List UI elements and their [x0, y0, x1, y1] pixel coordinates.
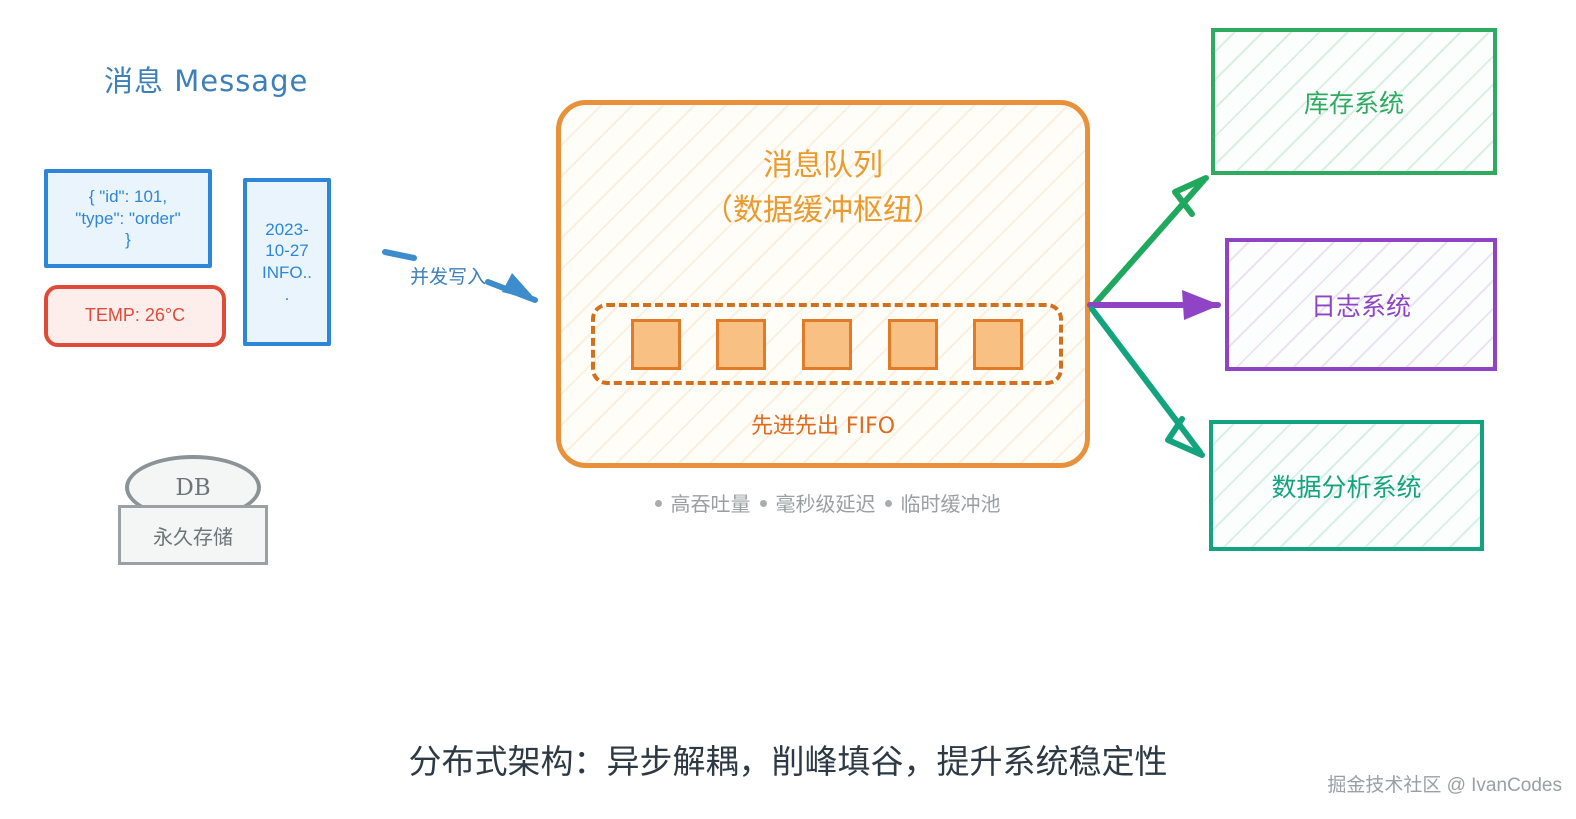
fifo-slot-track — [591, 303, 1063, 385]
arrow-queue-to-analytics — [1089, 306, 1205, 458]
bullet-dot-icon — [759, 500, 767, 508]
fifo-label: 先进先出 FIFO — [750, 414, 896, 439]
message-queue-title: 消息队列 （数据缓冲枢纽） — [703, 148, 943, 228]
consumer-inventory-system: 库存系统 — [1211, 28, 1497, 175]
arrow-queue-to-log — [1087, 290, 1221, 320]
queue-feature-list: 高吞吐量 毫秒级延迟 临时缓冲池 — [556, 488, 1090, 517]
bullet-dot-icon — [654, 500, 662, 508]
bullet-dot-icon — [884, 500, 892, 508]
queue-slot — [630, 318, 681, 370]
sensor-message-card: TEMP: 26°C — [44, 285, 226, 347]
persistence-label: 永久存储 — [118, 505, 268, 565]
json-message-card: { "id": 101, "type": "order" } — [44, 169, 212, 268]
queue-slot — [973, 318, 1024, 370]
arrow-queue-to-inventory — [1089, 175, 1209, 310]
queue-feature: 临时缓冲池 — [900, 494, 1001, 516]
queue-feature: 毫秒级延迟 — [775, 494, 876, 516]
consumer-analytics-system: 数据分析系统 — [1209, 420, 1484, 551]
diagram-caption: 分布式架构：异步解耦，削峰填谷，提升系统稳定性 — [408, 742, 1168, 781]
log-message-card: 2023- 10-27 INFO.. . — [243, 178, 331, 346]
concurrent-write-label: 并发写入 — [410, 266, 487, 288]
queue-slot — [887, 318, 938, 370]
queue-slot — [801, 318, 852, 370]
watermark: 掘金技术社区 @ IvanCodes — [1327, 775, 1562, 796]
database-group: DB 永久存储 — [118, 455, 268, 600]
message-queue-container: 消息队列 （数据缓冲枢纽） 先进先出 FIFO — [556, 100, 1090, 468]
producer-section-title: 消息 Message — [104, 64, 309, 98]
queue-slot — [716, 318, 767, 370]
consumer-log-system: 日志系统 — [1225, 238, 1497, 371]
queue-feature: 高吞吐量 — [670, 494, 751, 516]
